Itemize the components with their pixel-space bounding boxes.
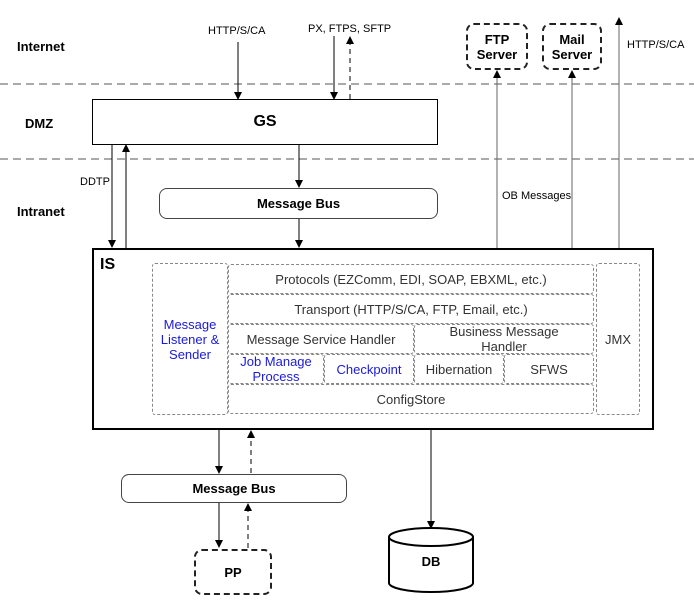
transport-layer: Transport (HTTP/S/CA, FTP, Email, etc.) xyxy=(228,294,594,324)
checkpoint-label: Checkpoint xyxy=(336,361,402,377)
job-manage-process: Job Manage Process xyxy=(228,354,324,384)
protocols-layer: Protocols (EZComm, EDI, SOAP, EBXML, etc… xyxy=(228,264,594,294)
sfws-label: SFWS xyxy=(530,361,568,377)
ddtp-label: DDTP xyxy=(80,176,110,188)
transport-label: Transport (HTTP/S/CA, FTP, Email, etc.) xyxy=(294,301,528,317)
gs-label: GS xyxy=(253,113,277,130)
ob-messages-label: OB Messages xyxy=(502,190,572,202)
zone-label-intranet: Intranet xyxy=(17,204,65,219)
checkpoint: Checkpoint xyxy=(324,354,414,384)
gs-box: GS xyxy=(92,99,438,145)
pp-label: PP xyxy=(224,564,242,580)
http-outbound-label: HTTP/S/CA xyxy=(627,39,685,51)
mail-server-label: Mail Server xyxy=(551,31,593,62)
db-label: DB xyxy=(421,554,441,569)
message-bus-bottom-label: Message Bus xyxy=(192,481,276,496)
ftp-server-label: FTP Server xyxy=(476,31,518,62)
message-bus-bottom-box: Message Bus xyxy=(121,474,347,503)
job-manage-process-label: Job Manage Process xyxy=(240,354,312,384)
jmx: JMX xyxy=(596,263,640,415)
pp-box: PP xyxy=(194,549,272,595)
configstore-label: ConfigStore xyxy=(376,391,446,407)
jmx-label: JMX xyxy=(605,331,631,347)
hibernation-label: Hibernation xyxy=(425,361,493,377)
message-bus-top-box: Message Bus xyxy=(159,188,438,219)
zone-label-dmz: DMZ xyxy=(25,116,54,131)
ftp-server-box: FTP Server xyxy=(466,23,528,70)
mail-server-box: Mail Server xyxy=(542,23,602,70)
configstore: ConfigStore xyxy=(228,384,594,414)
business-message-handler: Business Message Handler xyxy=(414,324,594,354)
message-bus-top-label: Message Bus xyxy=(256,196,341,211)
message-service-handler-label: Message Service Handler xyxy=(246,331,396,347)
hibernation: Hibernation xyxy=(414,354,504,384)
zone-label-internet: Internet xyxy=(17,39,65,54)
db-cylinder xyxy=(388,527,474,593)
message-service-handler: Message Service Handler xyxy=(228,324,414,354)
message-listener-sender: Message Listener & Sender xyxy=(152,263,228,415)
http-inbound-label: HTTP/S/CA xyxy=(208,25,266,37)
message-listener-sender-label: Message Listener & Sender xyxy=(160,316,220,362)
protocols-label: Protocols (EZComm, EDI, SOAP, EBXML, etc… xyxy=(275,271,547,287)
sfws: SFWS xyxy=(504,354,594,384)
business-message-handler-label: Business Message Handler xyxy=(449,324,559,354)
is-label: IS xyxy=(100,256,116,273)
px-ftps-sftp-label: PX, FTPS, SFTP xyxy=(308,23,392,35)
